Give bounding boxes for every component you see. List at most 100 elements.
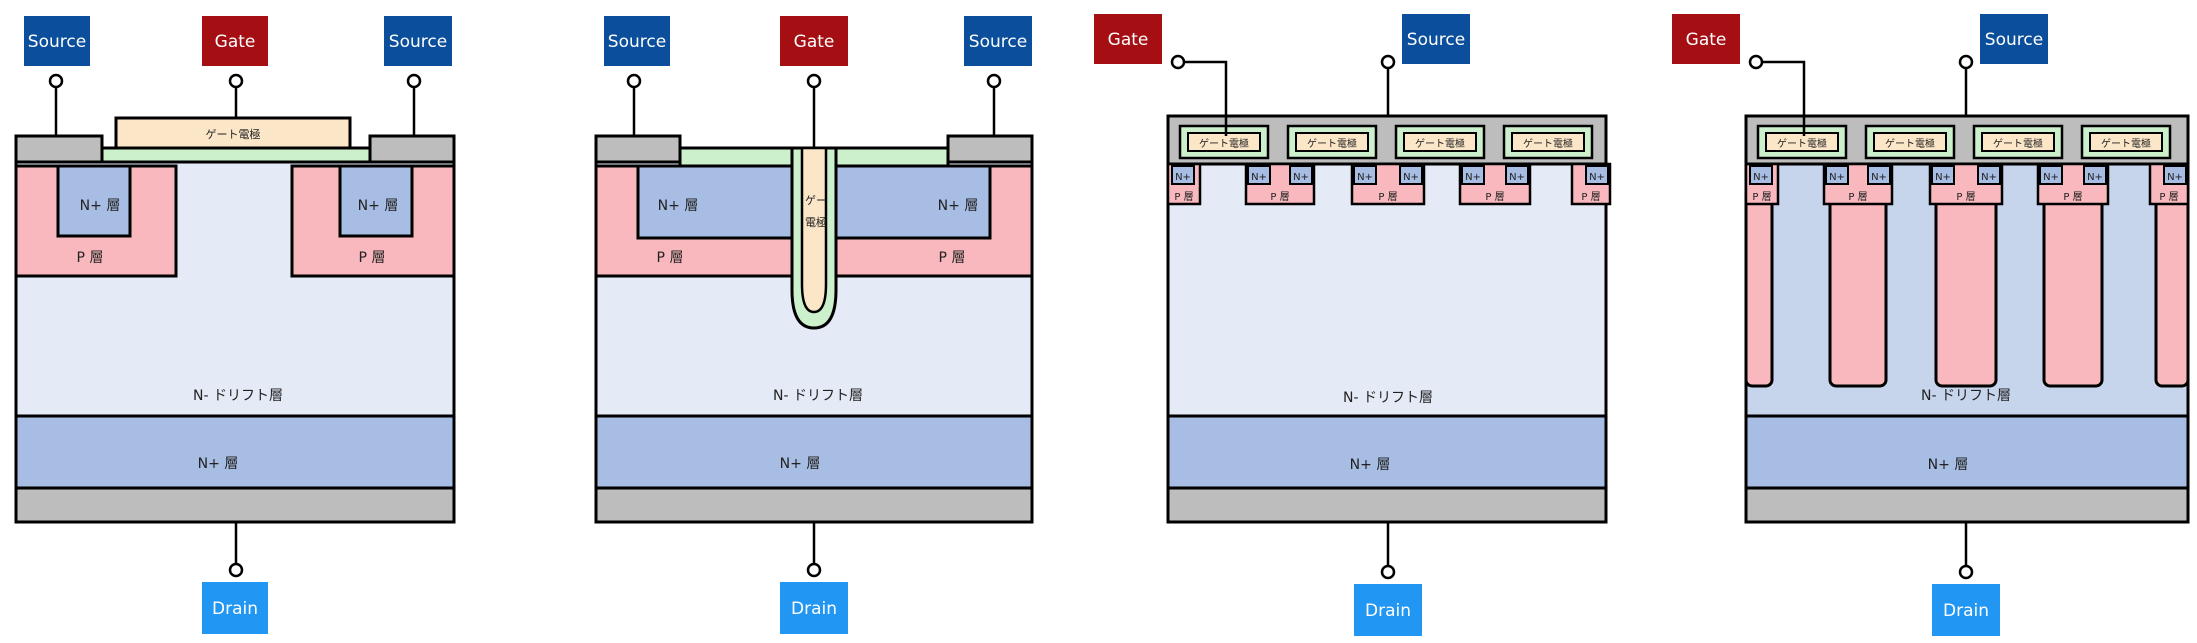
n-plus-pocket-label: N+ [1935, 172, 1951, 183]
n-plus-pocket [1931, 165, 1955, 185]
n-plus-pocket-label: N+ [1403, 172, 1419, 183]
gate-electrode-label: ゲート電極 [1523, 137, 1573, 150]
n-plus-pocket-label: N+ [1357, 172, 1373, 183]
n-plus-pocket [1353, 165, 1377, 185]
drain-tag-text: Drain [1365, 601, 1411, 621]
n-plus-pocket-label: N+ [1981, 172, 1997, 183]
multi-cell-mosfet: ゲート電極ゲート電極ゲート電極ゲート電極P 層N+P 層N+N+P 層N+N+P… [1094, 14, 1612, 636]
drain-tag-text: Drain [1943, 601, 1989, 621]
n-plus-right [338, 164, 414, 238]
n-plus-pocket [1749, 165, 1773, 185]
n-plus-pocket [1171, 165, 1195, 185]
gate-tag [1672, 14, 1740, 64]
n-plus-pocket-label: N+ [1175, 172, 1191, 183]
drain-tag [1932, 584, 2000, 636]
n-drift-label: N- ドリフト層 [1343, 390, 1433, 406]
gate-electrode-label: ゲート電極 [1307, 137, 1357, 150]
n-plus-bottom-label: N+ 層 [780, 456, 821, 472]
drain-metal [14, 486, 456, 524]
source-tag [1402, 14, 1470, 64]
n-plus-pocket-label: N+ [2167, 172, 2183, 183]
p-layer-label-right: P 層 [359, 250, 386, 266]
n-plus-pocket [1867, 165, 1891, 185]
gate-terminal [228, 73, 244, 89]
p-layer-label-left: P 層 [77, 250, 104, 266]
source-terminal-right [406, 73, 422, 89]
source-tag-right [384, 16, 452, 66]
n-plus-pocket-label: N+ [1589, 172, 1605, 183]
n-plus-label-left: N+ 層 [658, 198, 699, 214]
gate-oxide [100, 146, 372, 164]
n-plus-pocket [1289, 165, 1313, 185]
n-plus-label-right: N+ 層 [938, 198, 979, 214]
drain-terminal [1380, 564, 1396, 580]
gate-terminal [806, 73, 822, 89]
n-plus-pocket-label: N+ [1753, 172, 1769, 183]
n-drift-label: N- ドリフト層 [1921, 388, 2011, 404]
source-tag-left [604, 16, 670, 66]
p-layer-label: P 層 [2063, 191, 2082, 203]
n-plus-left [56, 164, 132, 238]
source-metal-left [14, 134, 104, 164]
p-layer-label: P 層 [1378, 191, 1397, 203]
source-tag-left [24, 16, 90, 66]
trench-gate-label-1: ゲー [805, 194, 827, 207]
source-tag-text: Source [1985, 30, 2043, 50]
trench-gate [800, 146, 828, 314]
n-plus-bottom-label: N+ 層 [1928, 457, 1969, 473]
trench-mosfet: ゲー ト 電極 N+ 層 N+ 層 P 層 P 層 N- ドリフト層 N+ 層 … [594, 16, 1034, 634]
gate-tag [1094, 14, 1162, 64]
n-plus-label-left: N+ 層 [80, 198, 121, 214]
source-tag-left-text: Source [28, 32, 86, 52]
source-tag-right [964, 16, 1032, 66]
n-plus-label-right: N+ 層 [358, 198, 399, 214]
gate-electrode-cell [1873, 132, 1947, 152]
drain-metal [594, 486, 1034, 524]
drain-terminal [806, 562, 822, 578]
source-terminal [1380, 54, 1396, 70]
p-layer-label-left: P 層 [657, 250, 684, 266]
gate-tag-text: Gate [1108, 30, 1149, 50]
drain-metal [1744, 486, 2190, 524]
source-terminal-left [626, 73, 642, 89]
source-tag-text: Source [1407, 30, 1465, 50]
drift-region [1166, 162, 1608, 418]
gate-terminal [1170, 54, 1186, 70]
source-tag-right-text: Source [389, 32, 447, 52]
source-metal-right [368, 134, 456, 164]
p-layer-label: P 層 [1485, 191, 1504, 203]
n-plus-pocket-label: N+ [1293, 172, 1309, 183]
n-drift-label: N- ドリフト層 [773, 388, 863, 404]
gate-electrode-label: ゲート電極 [1885, 137, 1935, 150]
p-layer-label: P 層 [2159, 191, 2178, 203]
p-layer-label: P 層 [1956, 191, 1975, 203]
source-metal-left [594, 134, 682, 164]
gate-electrode-cell [1295, 132, 1369, 152]
gate-electrode-cell [1981, 132, 2055, 152]
n-drift-label: N- ドリフト層 [193, 388, 283, 404]
n-plus-bottom-label: N+ 層 [1350, 457, 1391, 473]
gate-electrode-label: ゲート電極 [206, 127, 261, 141]
gate-electrode-cell [1187, 132, 1261, 152]
planar-mosfet: ゲート電極 N+ 層 N+ 層 P 層 P 層 N- ドリフト層 N+ 層 So… [14, 16, 456, 634]
gate-tag [780, 16, 848, 66]
n-plus-substrate [14, 414, 456, 490]
p-layer-label: P 層 [1270, 191, 1289, 203]
n-plus-left [636, 164, 794, 240]
gate-electrode-cell [1511, 132, 1585, 152]
source-terminal [1958, 54, 1974, 70]
n-plus-pocket [1977, 165, 2001, 185]
n-plus-pocket [2039, 165, 2063, 185]
n-plus-pocket-label: N+ [2087, 172, 2103, 183]
n-plus-pocket [2083, 165, 2107, 185]
n-plus-pocket-label: N+ [1465, 172, 1481, 183]
p-layer-label: P 層 [1848, 191, 1867, 203]
gate-tag-text: Gate [1686, 30, 1727, 50]
gate-electrode-label: ゲート電極 [2101, 137, 2151, 150]
gate-electrode [114, 116, 352, 150]
n-plus-pocket-label: N+ [1509, 172, 1525, 183]
drain-terminal [1958, 564, 1974, 580]
gate-terminal [1748, 54, 1764, 70]
